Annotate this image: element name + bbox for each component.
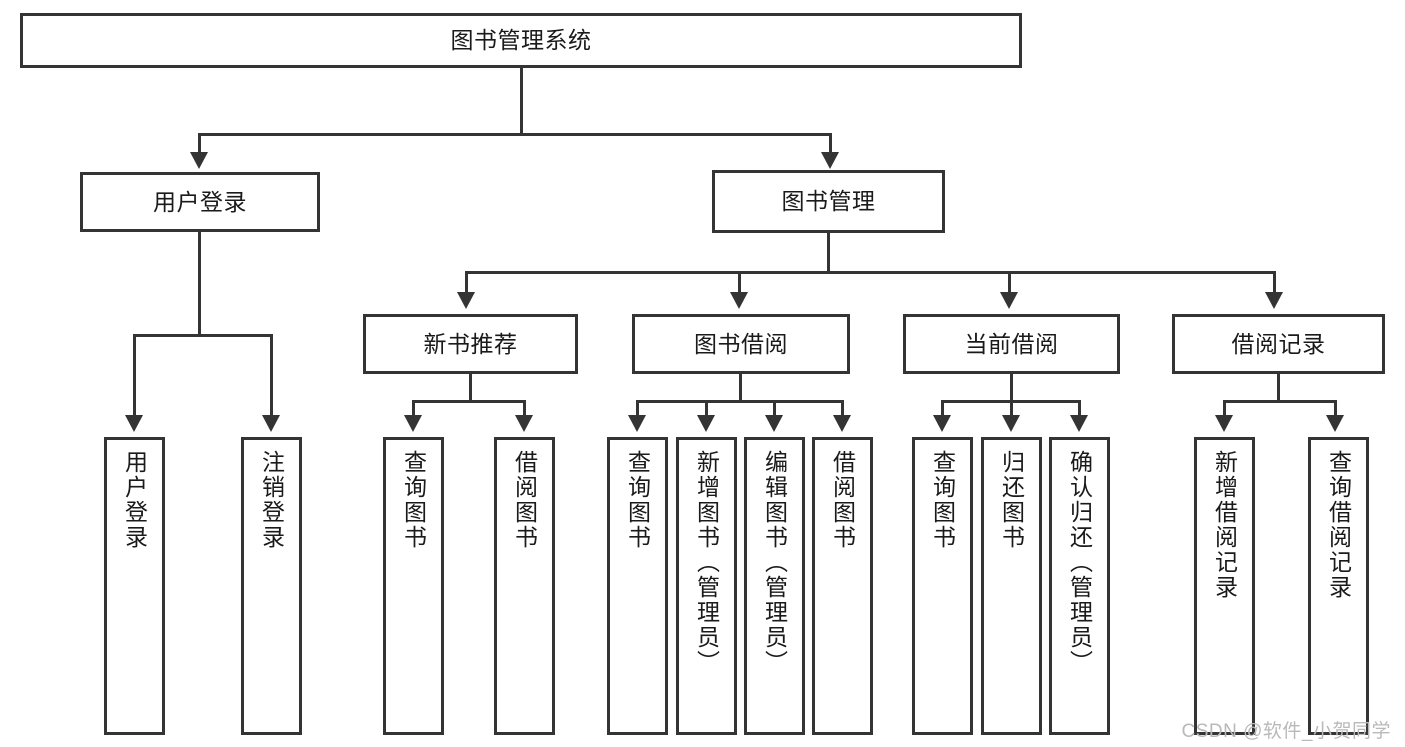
connector-borrow-record-to-leaf-2	[1334, 400, 1337, 418]
connector-user-login-to-leaf-1	[133, 334, 136, 418]
node-borrow-record[interactable]: 借阅记录	[1172, 314, 1385, 374]
node-label: 图书管理系统	[450, 27, 592, 54]
connector-bm-to-book-borrow	[738, 271, 741, 295]
leaf-new-book-query-book[interactable]: 查询图书	[383, 437, 444, 735]
arrowhead-root-to-user-login	[190, 152, 208, 169]
leaf-book-borrow-query-book[interactable]: 查询图书	[607, 437, 668, 735]
connector-book-management-bus	[465, 271, 1276, 274]
leaf-user-login-login[interactable]: 用户登录	[104, 437, 165, 735]
connector-current-borrow-to-leaf-2	[1010, 400, 1013, 418]
arrowhead-user-login-leaf-1	[125, 415, 143, 432]
leaf-label: 新增图书（管理员）	[693, 450, 720, 675]
connector-borrow-record-bus	[1223, 400, 1337, 403]
leaf-label: 查询图书	[929, 450, 956, 550]
arrowhead-bm-to-new-book	[457, 292, 475, 309]
node-current-borrow[interactable]: 当前借阅	[903, 314, 1120, 374]
connector-book-borrow-to-leaf-2	[705, 400, 708, 418]
connector-current-borrow-to-leaf-3	[1078, 400, 1081, 418]
node-book-borrow[interactable]: 图书借阅	[632, 314, 850, 374]
connector-book-borrow-stem	[739, 374, 742, 402]
connector-user-login-to-leaf-2	[270, 334, 273, 418]
node-new-book-recommend[interactable]: 新书推荐	[363, 314, 578, 374]
leaf-book-borrow-add-book[interactable]: 新增图书（管理员）	[676, 437, 737, 735]
arrowhead-borrow-record-leaf-2	[1326, 415, 1344, 432]
connector-new-book-to-leaf-2	[523, 400, 526, 418]
leaf-book-borrow-borrow-book[interactable]: 借阅图书	[812, 437, 873, 735]
leaf-label: 新增借阅记录	[1211, 450, 1238, 600]
leaf-borrow-record-add-record[interactable]: 新增借阅记录	[1194, 437, 1255, 735]
connector-borrow-record-stem	[1277, 374, 1280, 402]
connector-root-to-user-login	[198, 133, 201, 155]
arrowhead-current-borrow-leaf-1	[933, 415, 951, 432]
connector-current-borrow-to-leaf-1	[941, 400, 944, 418]
arrowhead-current-borrow-leaf-2	[1002, 415, 1020, 432]
connector-book-borrow-bus	[636, 400, 843, 403]
arrowhead-book-borrow-leaf-4	[833, 415, 851, 432]
node-label: 借阅记录	[1231, 330, 1326, 357]
connector-new-book-to-leaf-1	[412, 400, 415, 418]
leaf-label: 注销登录	[258, 450, 285, 550]
arrowhead-book-borrow-leaf-2	[697, 415, 715, 432]
arrowhead-new-book-leaf-1	[404, 415, 422, 432]
connector-current-borrow-stem	[1010, 374, 1013, 402]
node-label: 新书推荐	[423, 330, 518, 357]
leaf-label: 查询借阅记录	[1325, 450, 1352, 600]
leaf-label: 查询图书	[624, 450, 651, 550]
connector-root-stem	[520, 68, 523, 135]
arrowhead-borrow-record-leaf-1	[1215, 415, 1233, 432]
leaf-label: 归还图书	[998, 450, 1025, 550]
connector-user-login-stem	[198, 232, 201, 336]
arrowhead-root-to-book-management	[821, 152, 839, 169]
connector-new-book-stem	[469, 374, 472, 402]
connector-bm-to-current-borrow	[1008, 271, 1011, 295]
node-label: 用户登录	[153, 188, 247, 215]
arrowhead-bm-to-book-borrow	[730, 292, 748, 309]
connector-bm-to-borrow-record	[1273, 271, 1276, 295]
arrowhead-book-borrow-leaf-1	[628, 415, 646, 432]
connector-new-book-bus	[412, 400, 526, 403]
leaf-new-book-borrow-book[interactable]: 借阅图书	[494, 437, 555, 735]
arrowhead-bm-to-current-borrow	[1000, 292, 1018, 309]
node-label: 当前借阅	[964, 330, 1059, 357]
node-root-book-management-system[interactable]: 图书管理系统	[20, 13, 1022, 68]
connector-bm-to-new-book	[465, 271, 468, 295]
connector-borrow-record-to-leaf-1	[1223, 400, 1226, 418]
node-label: 图书管理	[781, 188, 876, 215]
connector-book-borrow-to-leaf-1	[636, 400, 639, 418]
leaf-book-borrow-edit-book[interactable]: 编辑图书（管理员）	[744, 437, 805, 735]
leaf-label: 用户登录	[121, 450, 148, 550]
leaf-label: 编辑图书（管理员）	[761, 450, 788, 675]
arrowhead-new-book-leaf-2	[515, 415, 533, 432]
arrowhead-current-borrow-leaf-3	[1070, 415, 1088, 432]
leaf-borrow-record-query-record[interactable]: 查询借阅记录	[1308, 437, 1369, 735]
arrowhead-user-login-leaf-2	[262, 415, 280, 432]
arrowhead-bm-to-borrow-record	[1265, 292, 1283, 309]
leaf-label: 借阅图书	[829, 450, 856, 550]
arrowhead-book-borrow-leaf-3	[765, 415, 783, 432]
connector-root-to-book-management	[829, 133, 832, 155]
node-book-management[interactable]: 图书管理	[712, 170, 945, 233]
leaf-label: 查询图书	[400, 450, 427, 550]
leaf-current-borrow-confirm-return[interactable]: 确认归还（管理员）	[1049, 437, 1110, 735]
connector-book-management-stem	[827, 233, 830, 273]
leaf-label: 借阅图书	[511, 450, 538, 550]
connector-root-bus	[198, 133, 832, 136]
leaf-label: 确认归还（管理员）	[1066, 450, 1093, 675]
node-user-login[interactable]: 用户登录	[80, 172, 320, 232]
leaf-user-login-logout[interactable]: 注销登录	[241, 437, 302, 735]
node-label: 图书借阅	[694, 330, 788, 357]
connector-user-login-bus	[133, 334, 273, 337]
leaf-current-borrow-query-book[interactable]: 查询图书	[912, 437, 973, 735]
leaf-current-borrow-return-book[interactable]: 归还图书	[981, 437, 1042, 735]
connector-book-borrow-to-leaf-4	[841, 400, 844, 418]
connector-book-borrow-to-leaf-3	[773, 400, 776, 418]
